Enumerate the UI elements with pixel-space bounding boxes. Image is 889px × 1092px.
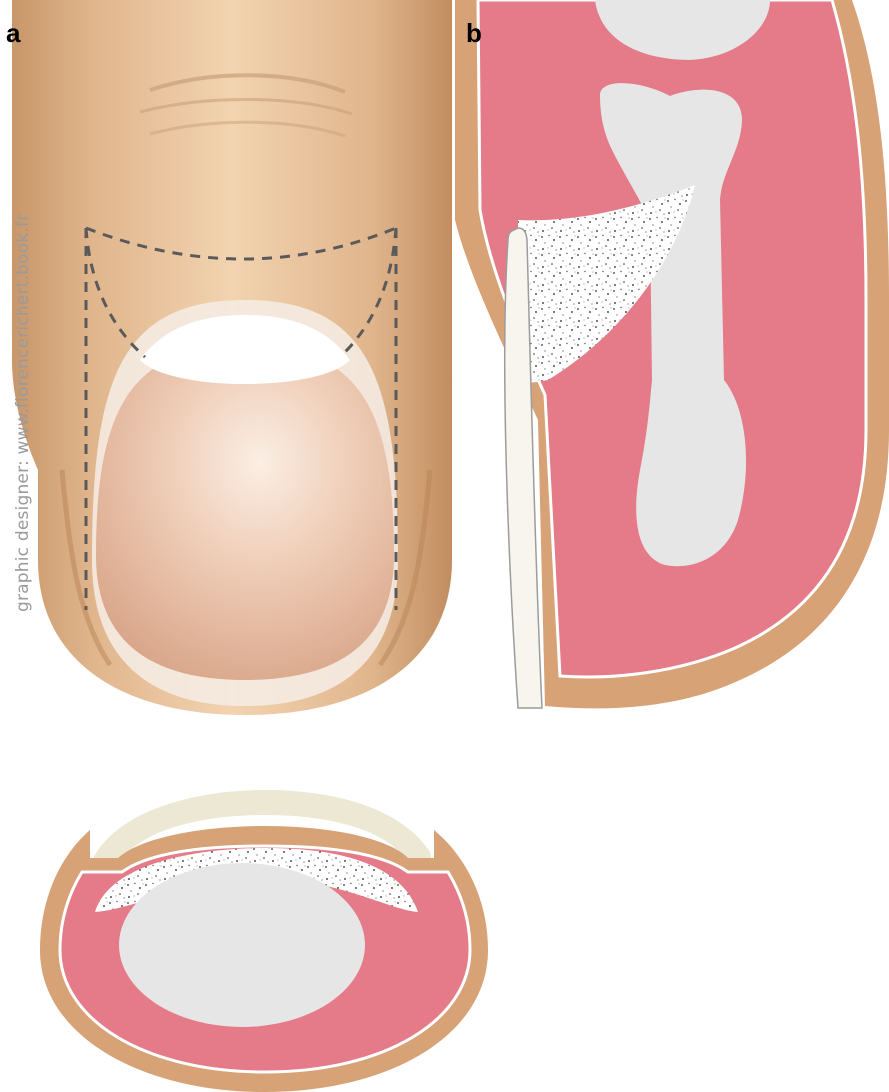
panel-label-a: a — [6, 18, 21, 48]
panel-label-b: b — [466, 18, 482, 48]
panel-a: a graphic designer: www.florencerichert.… — [6, 0, 452, 715]
bone-cross — [119, 863, 365, 1027]
panel-b: b — [455, 0, 889, 708]
nail-plate — [96, 345, 394, 680]
designer-credit: graphic designer: www.florencerichert.bo… — [13, 214, 33, 612]
cross-section — [40, 790, 488, 1092]
